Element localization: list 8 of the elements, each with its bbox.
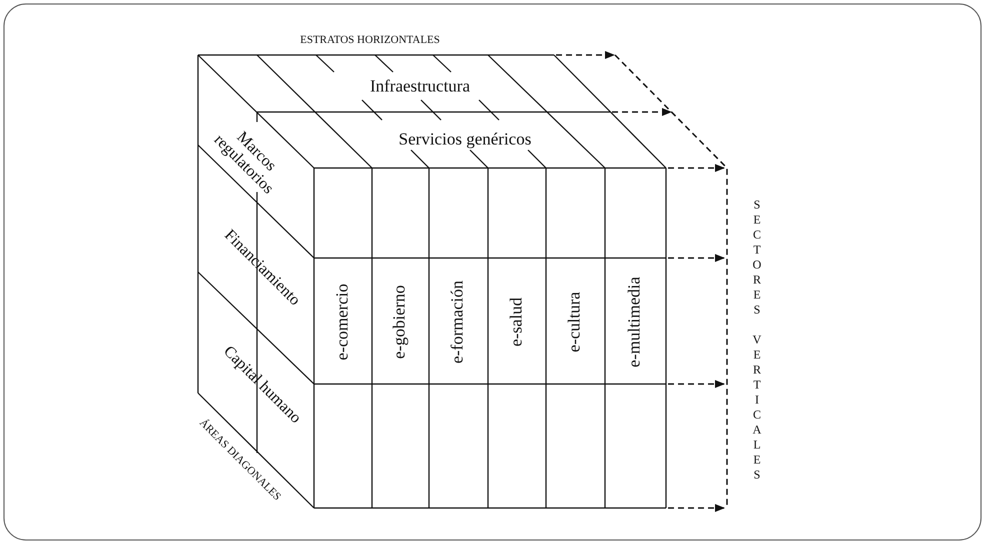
axis-label: ESTRATOS HORIZONTALES xyxy=(300,34,440,46)
sector-label: e-formación xyxy=(448,280,468,364)
sector-label: e-comercio xyxy=(334,284,352,360)
sector-label: e-cultura xyxy=(566,292,584,352)
axis-label: SECTORES VERTICALES xyxy=(751,198,763,482)
sector-label: e-salud xyxy=(508,297,526,347)
sector-label: e-multimedia xyxy=(626,276,644,368)
sector-label: e-gobierno xyxy=(390,285,410,359)
